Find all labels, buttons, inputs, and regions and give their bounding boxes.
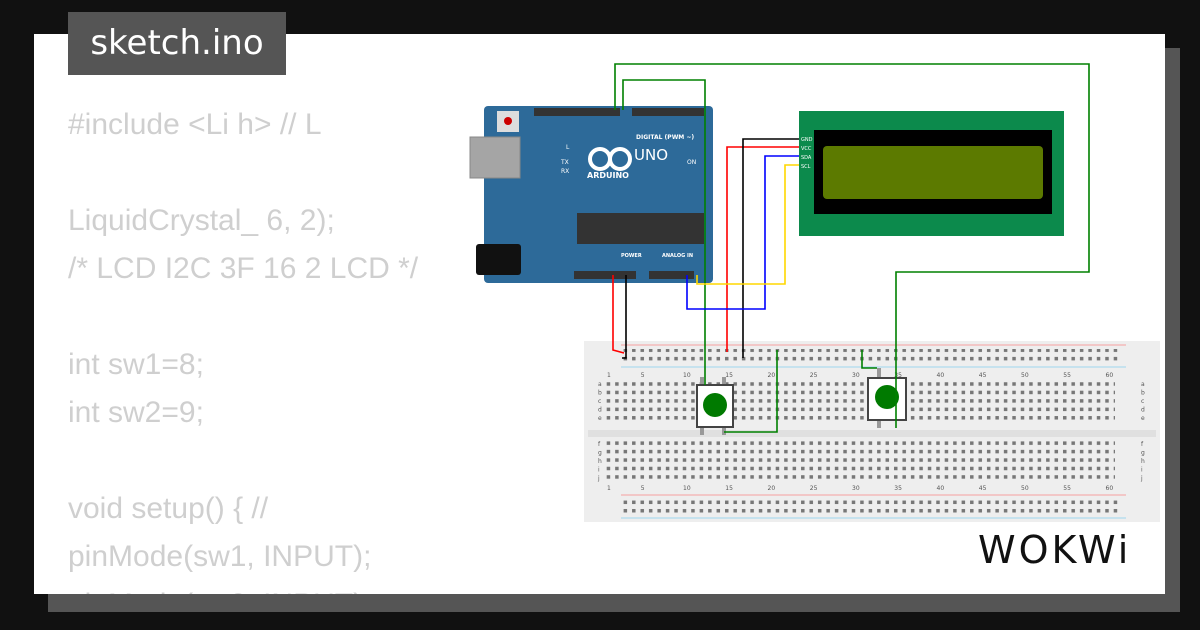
column-number: 30 [852, 372, 860, 379]
row-label: d [1141, 406, 1145, 413]
row-label: g [598, 449, 602, 456]
code-line: int sw1=8; [68, 348, 204, 381]
arduino-uno: UNO ARDUINO DIGITAL (PWM ~) POWER ANALOG… [469, 106, 713, 283]
column-number: 10 [683, 372, 691, 379]
column-number: 20 [768, 372, 776, 379]
row-label: g [1141, 449, 1145, 456]
code-line: pinMode(sw2, INPUT); [68, 581, 468, 594]
code-line: /* LCD I2C 3F 16 2 LCD */ [68, 252, 419, 285]
row-label: f [598, 441, 601, 448]
column-number: 35 [894, 372, 902, 379]
wire-green-btn1 [724, 350, 778, 433]
analog-label: ANALOG IN [662, 253, 693, 259]
digital-label: DIGITAL (PWM ~) [636, 134, 694, 141]
column-number: 55 [1063, 485, 1071, 492]
on-label: ON [687, 159, 696, 166]
row-label: e [598, 415, 602, 422]
wire-blue-sda [686, 155, 799, 310]
lcd-i2c: GND VCC SDA SCL [799, 111, 1064, 236]
wires [612, 63, 1090, 433]
column-number: 5 [641, 485, 645, 492]
column-number: 60 [1106, 372, 1114, 379]
code-line: void setup() { // [68, 492, 269, 525]
row-label: i [598, 466, 600, 473]
column-number: 45 [979, 485, 987, 492]
column-number: 50 [1021, 485, 1029, 492]
row-label: j [597, 475, 600, 482]
pushbutton-1[interactable] [696, 377, 734, 435]
column-number: 25 [810, 485, 818, 492]
tx-label: TX [560, 159, 569, 166]
wire-red-vcc [726, 146, 799, 352]
row-label: j [1140, 475, 1143, 482]
column-number: 40 [937, 372, 945, 379]
rx-label: RX [561, 168, 569, 175]
row-label: d [598, 406, 602, 413]
column-number: 1 [607, 372, 611, 379]
wire-green-pin8 [622, 79, 706, 385]
row-label: f [1141, 441, 1144, 448]
row-label: b [1141, 389, 1145, 396]
column-number: 35 [894, 485, 902, 492]
column-number: 30 [852, 485, 860, 492]
column-number: 50 [1021, 372, 1029, 379]
column-number: 15 [725, 485, 733, 492]
column-number: 40 [937, 485, 945, 492]
column-number: 25 [810, 372, 818, 379]
column-number: 20 [768, 485, 776, 492]
arduino-model: UNO [634, 146, 668, 164]
row-label: b [598, 389, 602, 396]
row-label: h [598, 458, 602, 465]
lcd-pin-scl: SCL [801, 164, 811, 170]
lcd-pin-gnd: GND [801, 137, 813, 143]
code-line: int sw2=9; [68, 396, 204, 429]
power-label: POWER [621, 253, 642, 259]
row-label: c [1141, 398, 1144, 405]
breadboard: 1155101015152020252530303535404045455050… [584, 341, 1160, 522]
column-number: 60 [1106, 485, 1114, 492]
column-number: 45 [979, 372, 987, 379]
row-label: a [1141, 381, 1145, 388]
wire-yellow-scl [696, 164, 799, 285]
column-number: 55 [1063, 372, 1071, 379]
wire-red-5v [612, 275, 625, 354]
column-number: 5 [641, 372, 645, 379]
row-label: a [598, 381, 602, 388]
column-number: 10 [683, 485, 691, 492]
code-line: LiquidCrystal_ 6, 2); [68, 204, 335, 237]
column-number: 1 [607, 485, 611, 492]
lcd-pin-vcc: VCC [801, 146, 812, 152]
row-label: h [1141, 458, 1145, 465]
lcd-pin-sda: SDA [801, 155, 812, 161]
arduino-brand: ARDUINO [587, 171, 629, 180]
file-title: sketch.ino [68, 12, 286, 75]
pushbutton-2[interactable] [867, 368, 907, 428]
code-line: #include <Li h> // L [68, 108, 322, 141]
wire-black-gnd [622, 275, 627, 359]
l-label: L [566, 144, 570, 151]
wire-black-lcd-gnd [742, 138, 799, 358]
wokwi-logo: WOKWi [978, 528, 1132, 572]
wire-green-pin9 [614, 63, 1090, 428]
code-line: pinMode(sw1, INPUT); [68, 540, 372, 573]
column-number: 15 [725, 372, 733, 379]
wire-green-btn2 [861, 350, 877, 369]
row-label: e [1141, 415, 1145, 422]
code-background: #include <Li h> // L LiquidCrystal_ 6, 2)… [68, 53, 468, 594]
row-label: c [598, 398, 601, 405]
row-label: i [1141, 466, 1143, 473]
